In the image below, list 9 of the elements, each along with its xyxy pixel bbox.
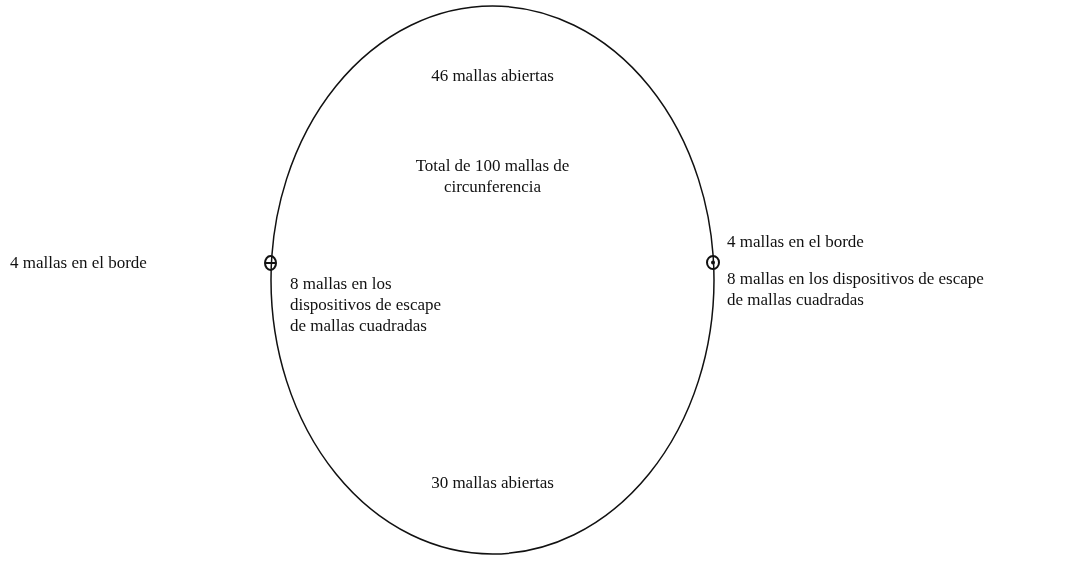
edge-marker-circle (706, 255, 720, 270)
edge-marker-circle (264, 255, 277, 271)
mesh-count-text: 30 mallas abiertas (430, 472, 555, 493)
mesh-count-text: 8 mallas en los dispositivos de escape de mallas cuadradas (727, 268, 985, 310)
mesh-count-text: Total de 100 mallas de circunferencia (415, 155, 570, 197)
mesh-count-text: 4 mallas en el borde (10, 252, 148, 273)
mesh-count-text: 4 mallas en el borde (727, 231, 865, 252)
mesh-count-text: 8 mallas en los dispositivos de escape de mallas cuadradas (290, 273, 443, 336)
mesh-count-text: 46 mallas abiertas (430, 65, 555, 86)
